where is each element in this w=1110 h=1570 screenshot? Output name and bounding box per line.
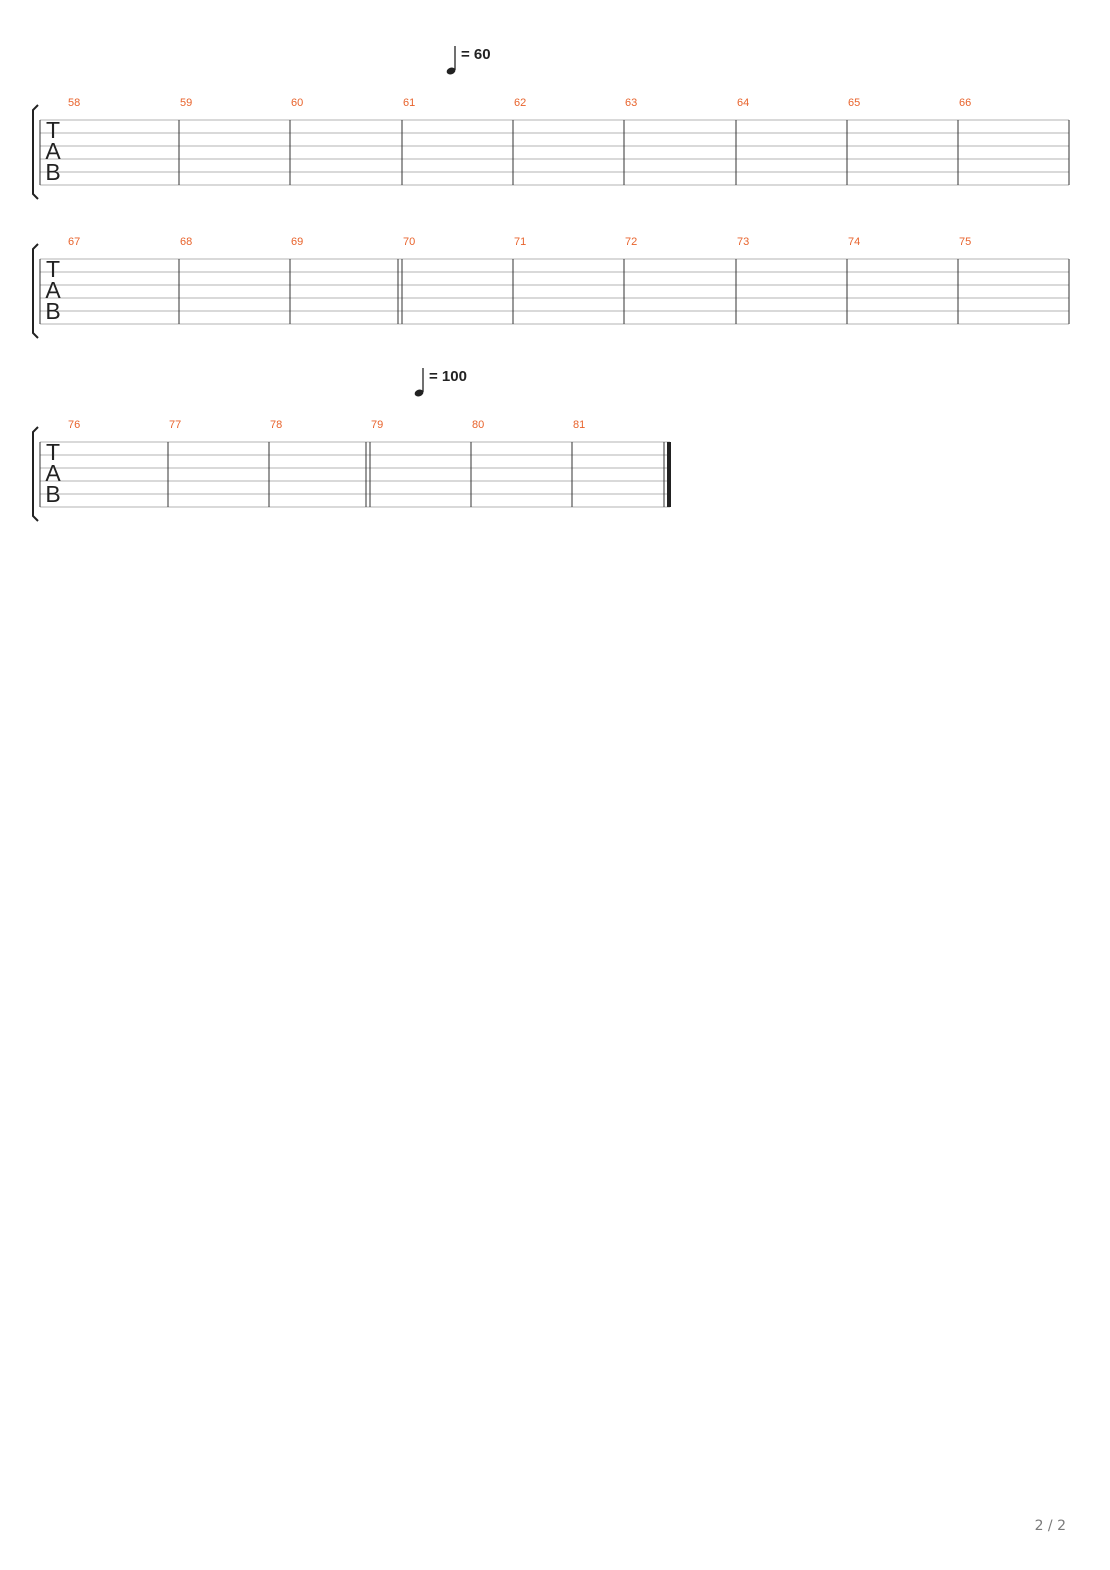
- bar-number: 74: [848, 236, 860, 248]
- bar-number: 64: [737, 97, 749, 109]
- quarter-note-icon: [414, 389, 424, 397]
- system-bracket: [32, 426, 39, 522]
- tab-clef-letter: A: [45, 277, 61, 303]
- bar-number: 58: [68, 97, 80, 109]
- tab-system: TAB 58 59 60 61 = 60 62 63 64 65 66: [32, 46, 1070, 200]
- bar-number: 81: [573, 419, 585, 431]
- bar-number: 63: [625, 97, 637, 109]
- bar-number: 62: [514, 97, 526, 109]
- bar-number: 70: [403, 236, 415, 248]
- tab-clef-letter: T: [46, 256, 60, 282]
- tab-clef-letter: A: [45, 460, 61, 486]
- final-barline-thick: [667, 442, 671, 507]
- bar-number: 65: [848, 97, 860, 109]
- tab-clef-letter: B: [45, 159, 60, 185]
- tab-clef-letter: T: [46, 439, 60, 465]
- bar-number: 80: [472, 419, 484, 431]
- system-bracket: [32, 104, 39, 200]
- bar-number: 67: [68, 236, 80, 248]
- bar-number: 79: [371, 419, 383, 431]
- tab-clef-letter: T: [46, 117, 60, 143]
- bar-number: 76: [68, 419, 80, 431]
- bar-number: 77: [169, 419, 181, 431]
- bar-number: 61: [403, 97, 415, 109]
- tab-clef-letter: A: [45, 138, 61, 164]
- page-number: 2 / 2: [1034, 1518, 1066, 1534]
- bar-number: 68: [180, 236, 192, 248]
- tab-system: TAB 67 68 69 70 71 72 73 74 75: [32, 236, 1070, 339]
- tempo-marking: = 100: [429, 368, 467, 385]
- bar-number: 69: [291, 236, 303, 248]
- bar-number: 78: [270, 419, 282, 431]
- bar-number: 71: [514, 236, 526, 248]
- tab-clef-letter: B: [45, 481, 60, 507]
- tab-clef-letter: B: [45, 298, 60, 324]
- tab-system: TAB 76 77 78 79 = 100 80 81: [32, 368, 671, 522]
- bar-number: 73: [737, 236, 749, 248]
- bar-number: 72: [625, 236, 637, 248]
- bar-number: 60: [291, 97, 303, 109]
- bar-number: 66: [959, 97, 971, 109]
- bar-number: 75: [959, 236, 971, 248]
- quarter-note-icon: [446, 67, 456, 75]
- system-bracket: [32, 243, 39, 339]
- tempo-marking: = 60: [461, 46, 491, 63]
- bar-number: 59: [180, 97, 192, 109]
